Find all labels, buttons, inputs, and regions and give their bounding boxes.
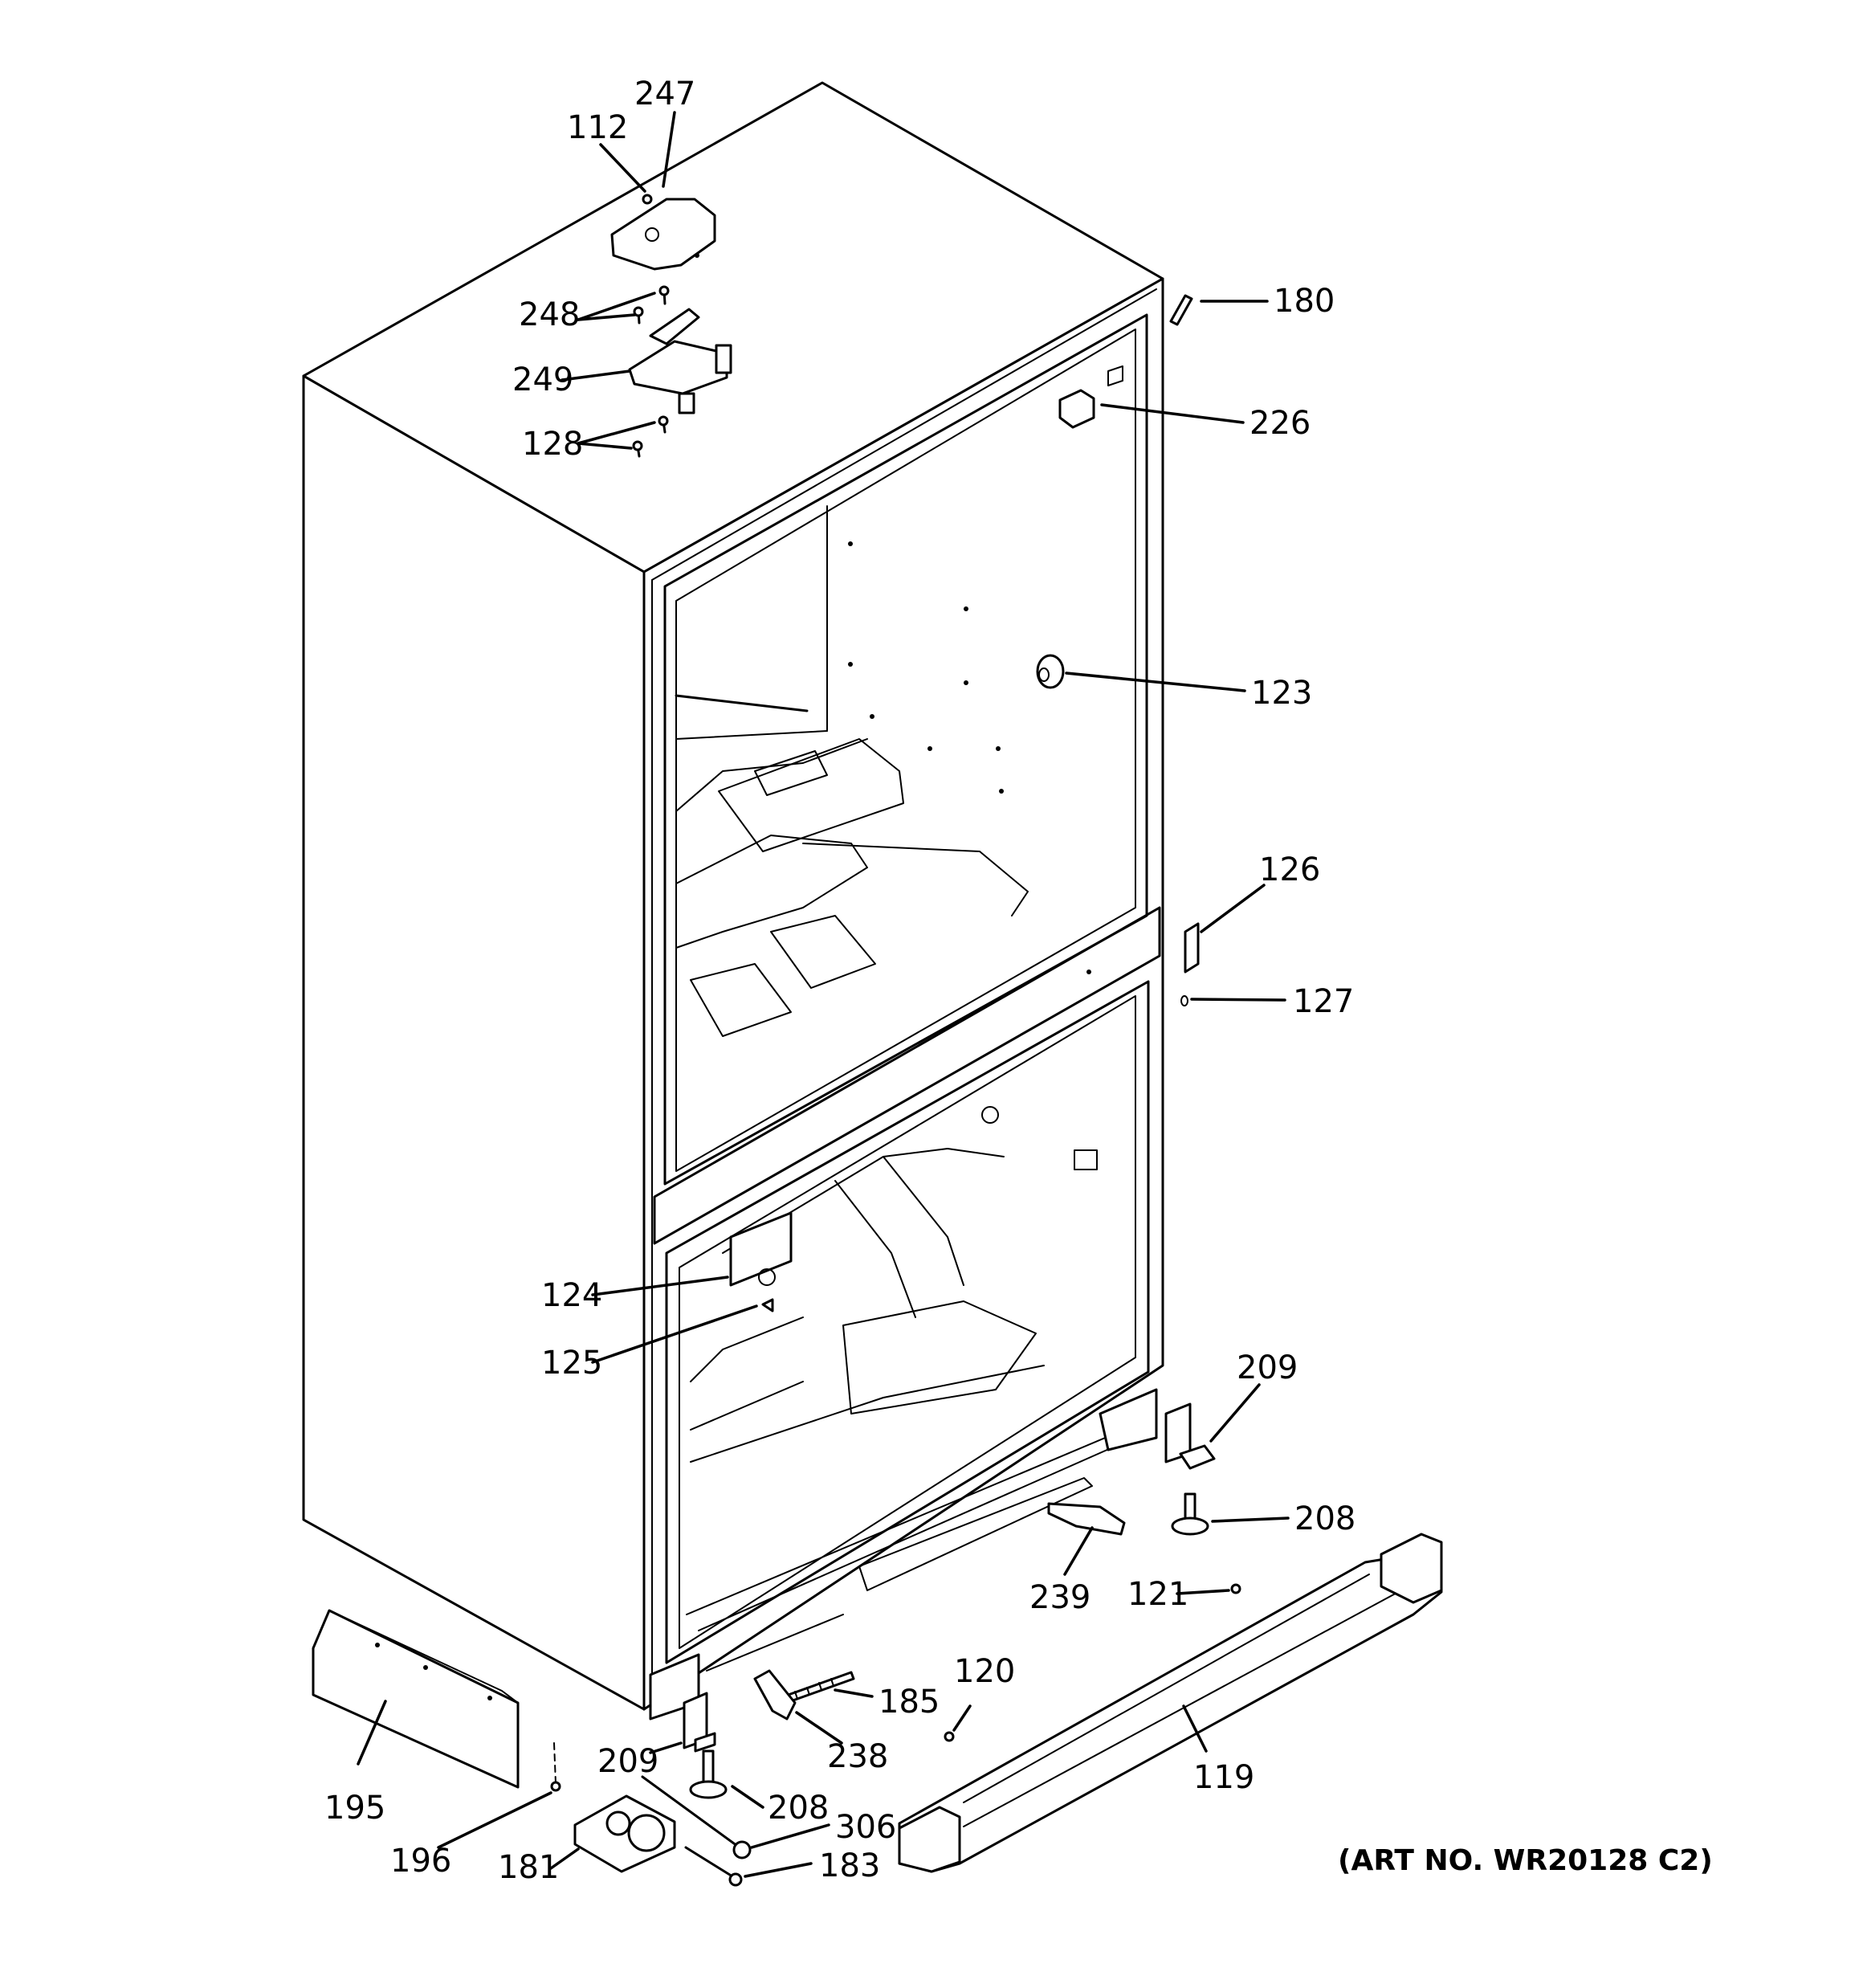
bolt-183-part bbox=[684, 1846, 743, 1887]
callout-196: 196 bbox=[390, 1843, 451, 1880]
screw-112-part bbox=[642, 194, 653, 205]
callout-209-right: 209 bbox=[1237, 1349, 1298, 1386]
screw-125-part bbox=[761, 1298, 774, 1312]
kickplate-195-part bbox=[312, 1609, 520, 1789]
screw-128-part bbox=[632, 415, 669, 458]
screw-248-part bbox=[633, 285, 670, 325]
mount-124-part bbox=[729, 1211, 793, 1287]
callout-124: 124 bbox=[541, 1277, 602, 1314]
callout-208-right: 208 bbox=[1294, 1500, 1355, 1537]
art-number-label: (ART NO. WR20128 C2) bbox=[1338, 1844, 1713, 1877]
pin-180-part bbox=[1169, 294, 1193, 326]
spring-185-part bbox=[782, 1671, 855, 1704]
callout-128: 128 bbox=[522, 426, 583, 463]
leader-lines bbox=[357, 111, 1290, 1878]
callout-306: 306 bbox=[835, 1809, 896, 1846]
screw-121-part bbox=[1230, 1583, 1241, 1594]
leg-bracket-209-left-part bbox=[683, 1692, 716, 1753]
callout-185: 185 bbox=[879, 1684, 940, 1721]
leveling-leg-208-right-part bbox=[1171, 1492, 1209, 1536]
door-stop-126-part bbox=[1184, 922, 1200, 974]
callout-125: 125 bbox=[541, 1345, 602, 1382]
callout-labels: 112 247 248 249 128 180 226 123 126 127 … bbox=[324, 76, 1713, 1886]
hinge-cover-part bbox=[610, 198, 716, 271]
callout-181: 181 bbox=[498, 1849, 559, 1886]
switch-226-part bbox=[1058, 365, 1123, 429]
callout-248: 248 bbox=[519, 296, 580, 333]
callout-126: 126 bbox=[1259, 851, 1320, 888]
callout-226: 226 bbox=[1249, 405, 1311, 442]
callout-208-left: 208 bbox=[768, 1790, 829, 1827]
callout-238: 238 bbox=[827, 1738, 888, 1775]
callout-112: 112 bbox=[567, 109, 628, 146]
callout-183: 183 bbox=[819, 1847, 880, 1884]
linkage-239-part bbox=[1047, 1502, 1126, 1536]
callout-119: 119 bbox=[1193, 1759, 1254, 1796]
roller-assembly-181-part bbox=[573, 1794, 676, 1873]
callout-247: 247 bbox=[634, 76, 695, 112]
leg-bracket-209-right-part bbox=[1164, 1402, 1216, 1470]
light-socket-123-part bbox=[1036, 654, 1065, 689]
callout-121: 121 bbox=[1127, 1576, 1188, 1613]
callout-209-left: 209 bbox=[597, 1743, 658, 1780]
callout-249: 249 bbox=[512, 361, 573, 398]
callout-239: 239 bbox=[1029, 1579, 1090, 1616]
callout-195: 195 bbox=[324, 1790, 385, 1827]
refrigerator-cabinet bbox=[302, 81, 1164, 1721]
callout-123: 123 bbox=[1251, 675, 1312, 712]
washer-127-part bbox=[1180, 995, 1188, 1006]
screw-196-part bbox=[550, 1742, 561, 1792]
callout-120: 120 bbox=[954, 1653, 1015, 1690]
callout-127: 127 bbox=[1293, 983, 1354, 1020]
base-grille-119-part bbox=[898, 1533, 1443, 1873]
leveling-leg-208-left-part bbox=[689, 1749, 728, 1799]
lever-238-part bbox=[753, 1669, 797, 1721]
screw-120-part bbox=[944, 1731, 955, 1742]
callout-180: 180 bbox=[1274, 283, 1335, 320]
rod-306-part bbox=[641, 1775, 752, 1859]
hinge-bracket-part bbox=[628, 308, 732, 414]
